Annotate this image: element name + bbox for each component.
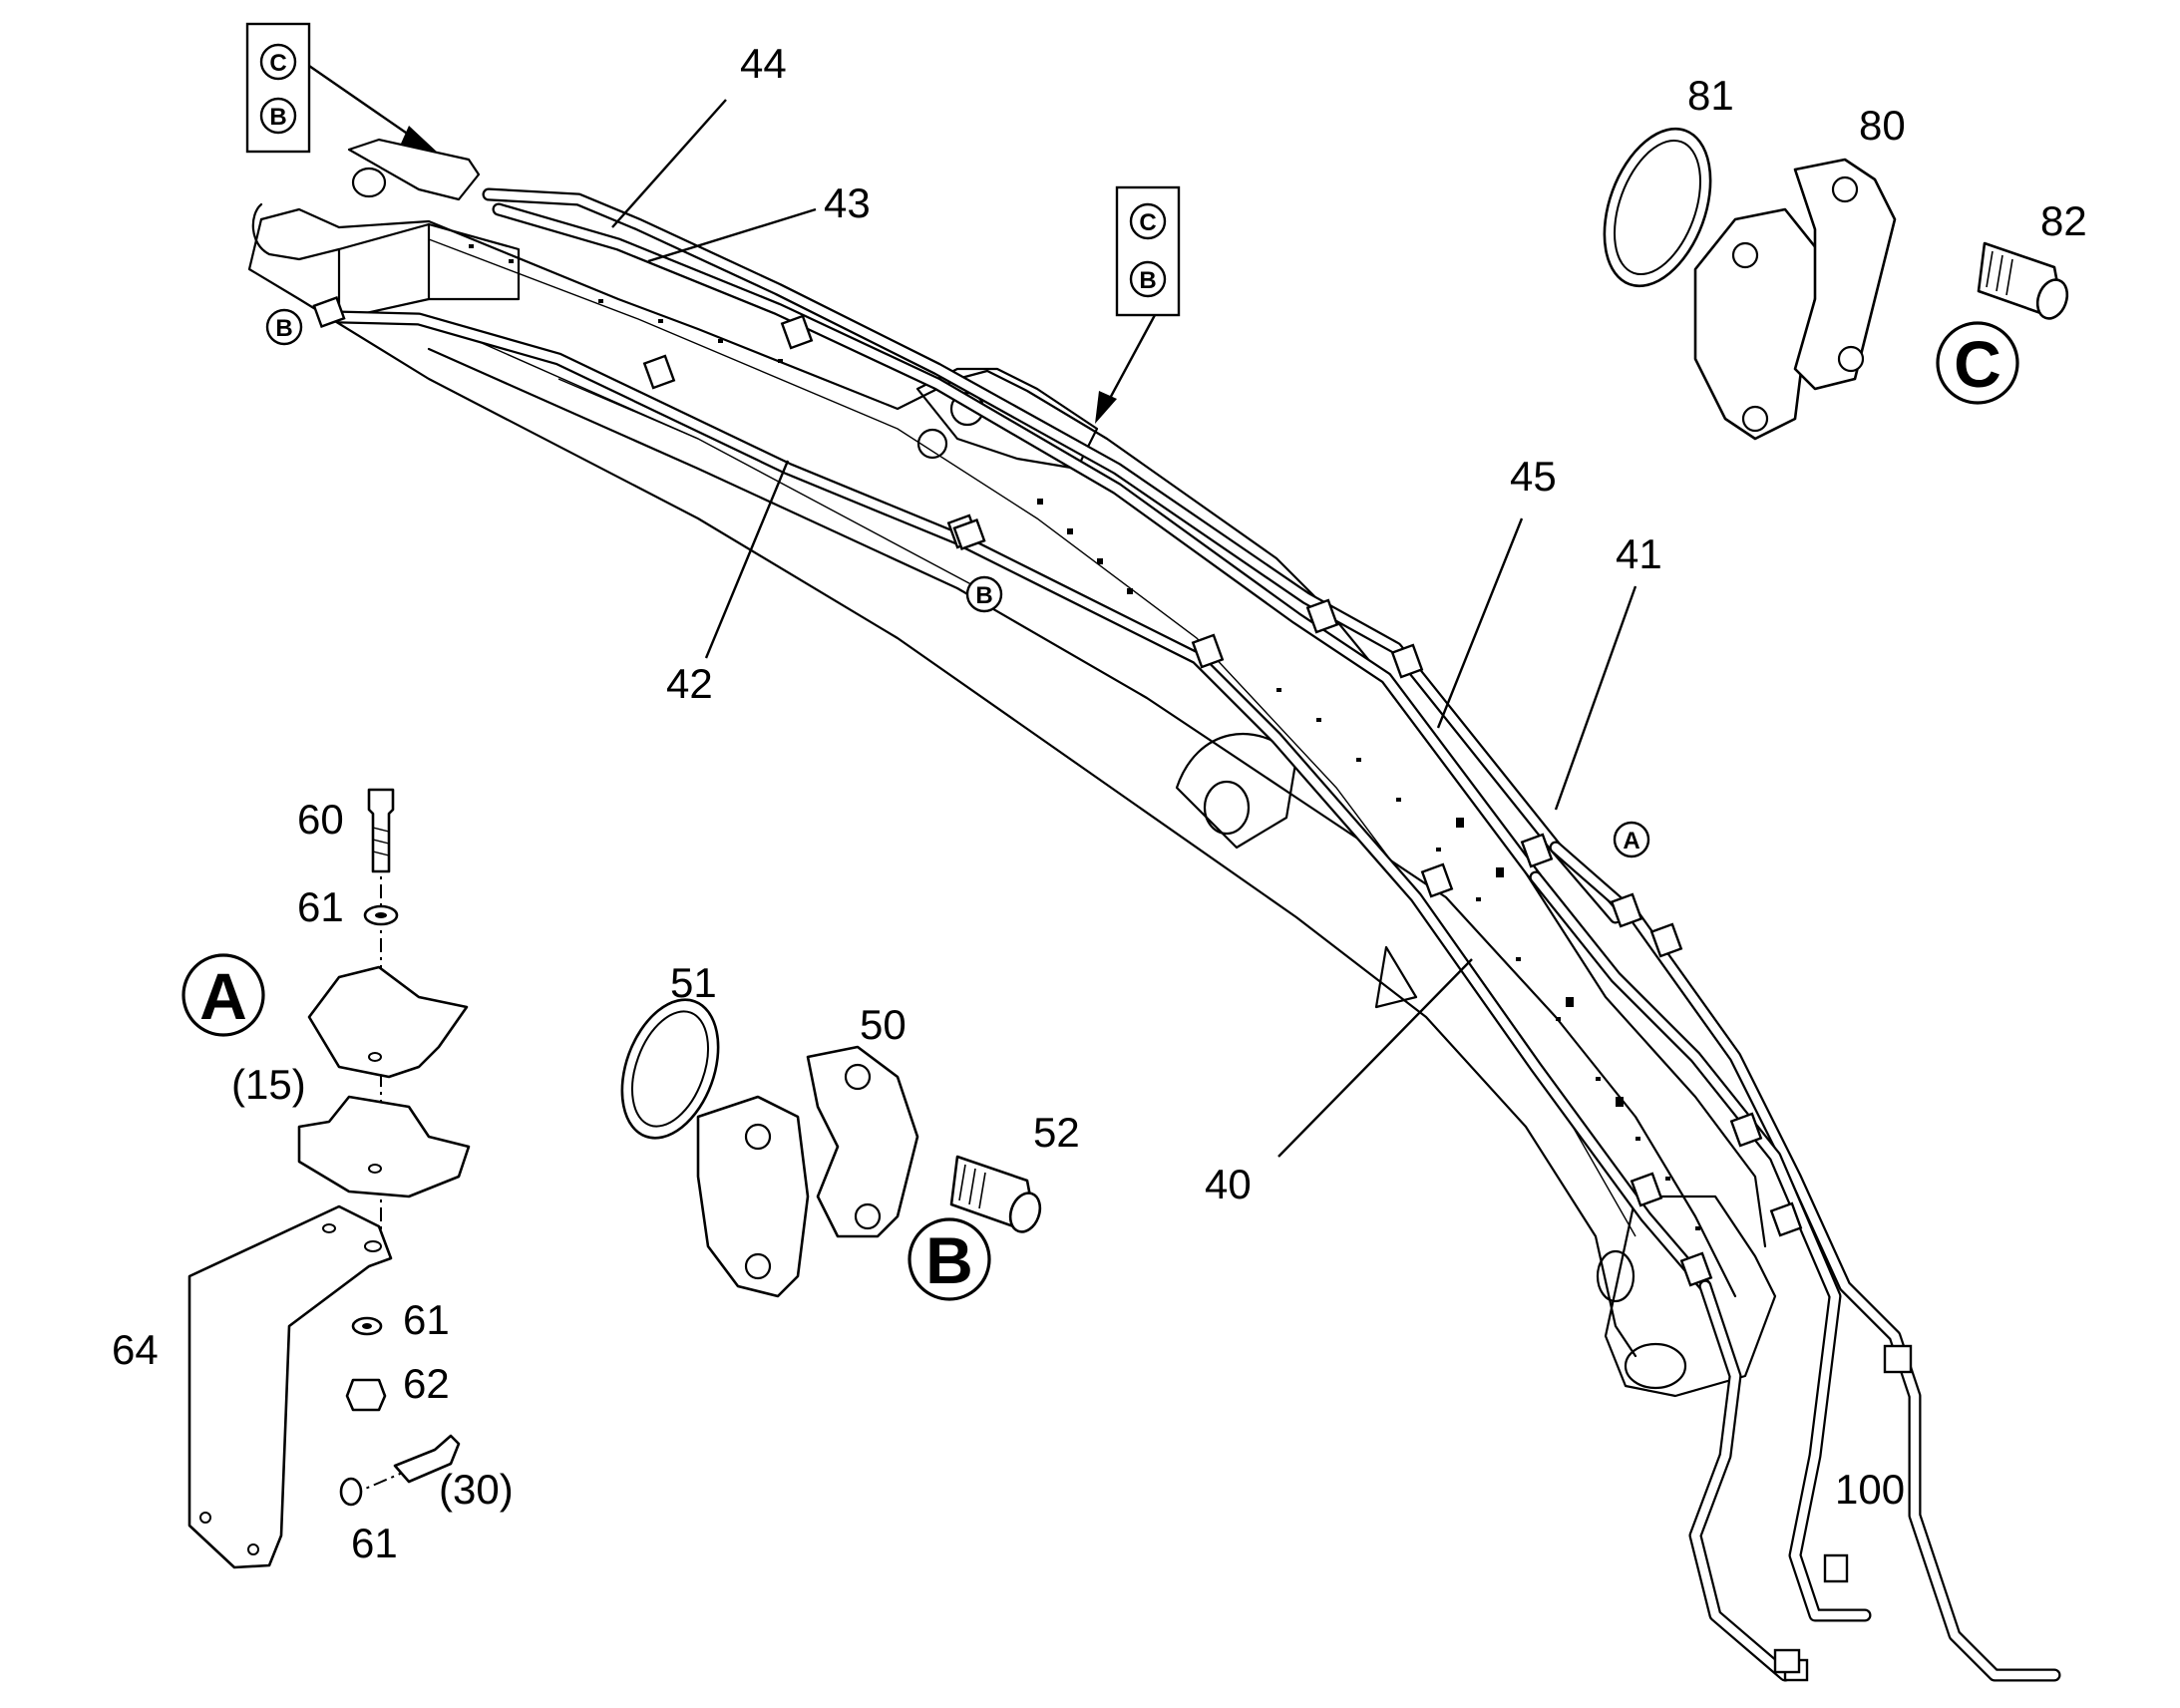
svg-text:B: B [975, 582, 992, 609]
flange-half-80b [1793, 158, 1897, 391]
callout-44: 44 [740, 40, 787, 87]
marker-b-3: B [265, 308, 303, 346]
svg-text:B: B [269, 104, 286, 131]
svg-text:B: B [275, 315, 292, 342]
marker-b-2: B [1129, 260, 1167, 298]
flange-half-50b [806, 1045, 919, 1238]
callout-61-mid: 61 [403, 1296, 450, 1343]
detail-a-bracket: A [182, 788, 471, 1569]
bolt-30 [393, 1434, 461, 1484]
callout-82: 82 [2040, 197, 2087, 244]
callout-50: 50 [860, 1001, 907, 1048]
callout-51: 51 [670, 959, 717, 1006]
flange-half-50a [696, 1095, 810, 1298]
clamp-lower-15 [297, 1095, 471, 1198]
callout-41: 41 [1616, 530, 1662, 577]
callout-61-low: 61 [351, 1520, 398, 1566]
callout-62: 62 [403, 1360, 450, 1407]
hose-lines [312, 187, 2061, 1682]
callout-30: (30) [439, 1466, 514, 1513]
bracket-64 [187, 1204, 393, 1569]
marker-c-2: C [1129, 202, 1167, 240]
marker-b-4: B [965, 575, 1003, 613]
svg-text:B: B [1139, 267, 1156, 294]
callout-42: 42 [666, 660, 713, 707]
leader-lines [611, 99, 1637, 1158]
detail-c-label: C [1936, 321, 2019, 405]
svg-text:A: A [199, 959, 247, 1033]
marker-c-1: C [259, 43, 297, 81]
callout-40: 40 [1205, 1161, 1252, 1207]
detail-c-flange: C [1603, 127, 2069, 441]
svg-text:C: C [1954, 327, 2001, 401]
svg-text:C: C [1139, 209, 1156, 236]
callout-43: 43 [824, 179, 871, 226]
callout-15: (15) [231, 1061, 306, 1108]
callout-60: 60 [297, 796, 344, 843]
svg-text:B: B [925, 1223, 973, 1297]
svg-text:C: C [269, 50, 286, 77]
callout-45: 45 [1510, 453, 1557, 500]
callout-labels: 44 43 42 45 41 40 100 81 80 82 51 50 52 … [112, 40, 2087, 1566]
washer-61-low [339, 1477, 363, 1507]
o-ring-81 [1603, 127, 1712, 288]
detail-b-label: B [908, 1217, 991, 1301]
marker-a-1: A [1613, 821, 1650, 858]
bolt-60 [367, 788, 395, 873]
detail-b-flange: B [620, 998, 1042, 1301]
nut-62 [345, 1378, 387, 1412]
hose-42 [332, 310, 1712, 1293]
callout-64: 64 [112, 1326, 159, 1373]
callout-52: 52 [1033, 1109, 1080, 1156]
marker-b-1: B [259, 97, 297, 135]
hose-43 [492, 202, 1543, 884]
o-ring-51 [620, 998, 720, 1140]
flange-half-80a [1693, 207, 1827, 441]
circled-markers: C B C B B B A [259, 43, 1650, 858]
hose-40 [1688, 1279, 1792, 1682]
callout-80: 80 [1859, 102, 1906, 149]
clamp-upper-15 [307, 965, 469, 1079]
svg-text:A: A [1623, 828, 1639, 854]
hose-44 [482, 187, 1623, 924]
callout-61-top: 61 [297, 883, 344, 930]
callout-100: 100 [1835, 1466, 1905, 1513]
callout-81: 81 [1687, 72, 1734, 119]
detail-a-label: A [182, 953, 265, 1037]
